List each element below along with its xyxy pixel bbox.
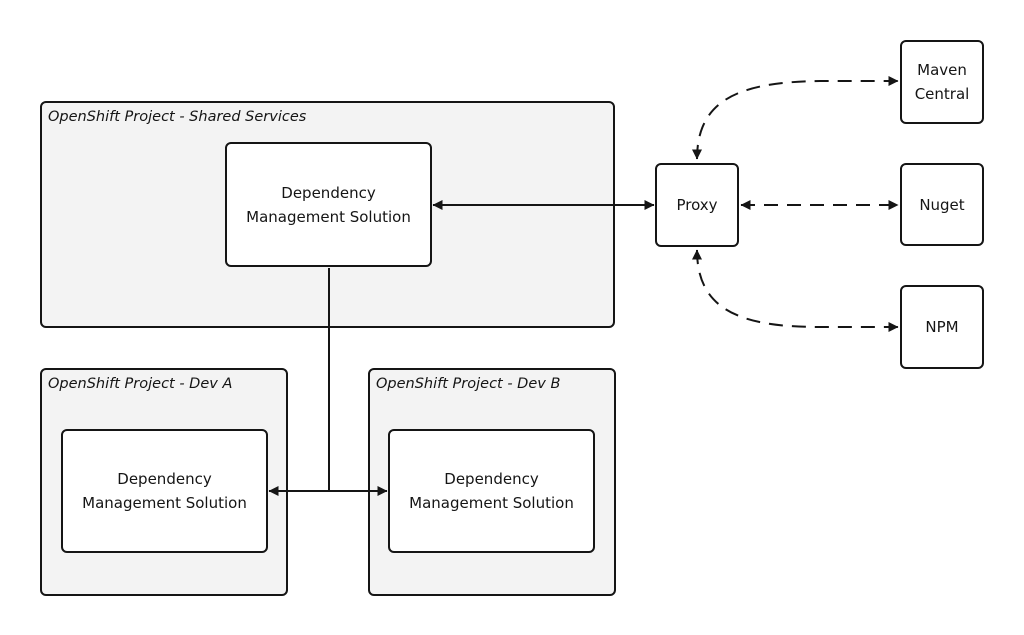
container-dev-a-title: OpenShift Project - Dev A xyxy=(48,376,233,392)
container-shared-services: OpenShift Project - Shared Services xyxy=(40,101,615,328)
container-dev-b-title: OpenShift Project - Dev B xyxy=(376,376,561,392)
edge-proxy-maven xyxy=(692,76,899,160)
nuget-node: Nuget xyxy=(900,163,984,246)
npm-node: NPM xyxy=(900,285,984,369)
proxy-node: Proxy xyxy=(655,163,739,247)
maven-central-node: Maven Central xyxy=(900,40,984,124)
dms-shared-node: Dependency Management Solution xyxy=(225,142,432,267)
container-shared-services-title: OpenShift Project - Shared Services xyxy=(48,109,307,125)
edge-proxy-npm xyxy=(692,249,899,332)
dms-dev-b-node: Dependency Management Solution xyxy=(388,429,595,553)
dms-dev-a-node: Dependency Management Solution xyxy=(61,429,268,553)
